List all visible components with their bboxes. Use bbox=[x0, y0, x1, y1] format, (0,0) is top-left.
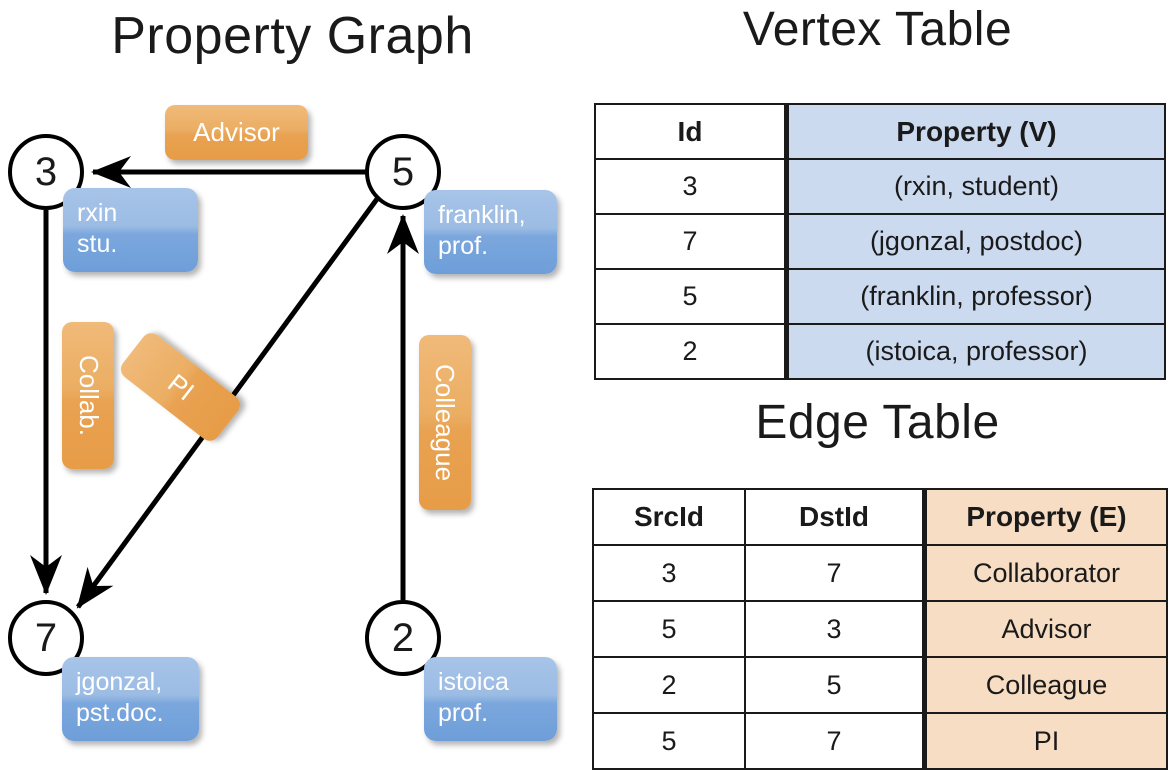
column-header-property-e: Property (E) bbox=[922, 488, 1168, 546]
cell-id: 7 bbox=[594, 213, 788, 270]
vertex-prop-line: prof. bbox=[438, 698, 489, 727]
cell-id: 5 bbox=[594, 268, 788, 325]
table-row[interactable]: 3 7 Collaborator bbox=[592, 544, 1168, 602]
vertex-prop-line: pst.doc. bbox=[76, 698, 164, 727]
table-row[interactable]: 2 (istoica, professor) bbox=[594, 323, 1166, 380]
cell-id: 3 bbox=[594, 158, 788, 215]
column-header-id: Id bbox=[594, 103, 788, 160]
property-graph-diagram: 3 5 7 2 rxin stu. franklin, prof. jgonza… bbox=[0, 0, 585, 760]
vertex-prop-line: rxin bbox=[77, 199, 118, 227]
vertex-prop-line: stu. bbox=[77, 229, 118, 258]
table-header-row: SrcId DstId Property (E) bbox=[592, 488, 1168, 546]
cell-property: (rxin, student) bbox=[784, 158, 1166, 215]
cell-property: PI bbox=[922, 712, 1168, 770]
cell-srcid: 5 bbox=[592, 712, 746, 770]
vertex-property-box-istoica[interactable]: istoica prof. bbox=[424, 657, 557, 741]
table-row[interactable]: 3 (rxin, student) bbox=[594, 158, 1166, 215]
cell-srcid: 5 bbox=[592, 600, 746, 658]
column-header-srcid: SrcId bbox=[592, 488, 746, 546]
cell-dstid: 5 bbox=[744, 656, 926, 714]
vertex-property-box-rxin[interactable]: rxin stu. bbox=[63, 188, 198, 272]
edge-label-advisor[interactable]: Advisor bbox=[165, 105, 308, 160]
vertex-prop-line: prof. bbox=[438, 231, 489, 260]
edge-label-collab[interactable]: Collab. bbox=[62, 322, 114, 469]
graph-node-2[interactable]: 2 bbox=[365, 600, 441, 676]
vertex-table: Id Property (V) 3 (rxin, student) 7 (jgo… bbox=[594, 103, 1166, 380]
vertex-prop-line: istoica bbox=[438, 668, 509, 696]
cell-property: Advisor bbox=[922, 600, 1168, 658]
vertex-prop-line: franklin, bbox=[438, 201, 526, 229]
table-row[interactable]: 7 (jgonzal, postdoc) bbox=[594, 213, 1166, 270]
vertex-property-box-jgonzal[interactable]: jgonzal, pst.doc. bbox=[62, 657, 199, 741]
cell-property: (jgonzal, postdoc) bbox=[784, 213, 1166, 270]
table-row[interactable]: 5 (franklin, professor) bbox=[594, 268, 1166, 325]
cell-property: (franklin, professor) bbox=[784, 268, 1166, 325]
cell-dstid: 7 bbox=[744, 712, 926, 770]
cell-srcid: 2 bbox=[592, 656, 746, 714]
cell-property: Collaborator bbox=[922, 544, 1168, 602]
vertex-prop-line: jgonzal, bbox=[76, 668, 163, 696]
cell-dstid: 7 bbox=[744, 544, 926, 602]
page-title-property-graph: Property Graph bbox=[111, 7, 474, 65]
table-row[interactable]: 5 7 PI bbox=[592, 712, 1168, 770]
table-header-row: Id Property (V) bbox=[594, 103, 1166, 160]
edge-label-colleague[interactable]: Colleague bbox=[419, 335, 471, 510]
cell-property: (istoica, professor) bbox=[784, 323, 1166, 380]
column-header-property-v: Property (V) bbox=[784, 103, 1166, 160]
column-header-dstid: DstId bbox=[744, 488, 926, 546]
page-title-edge-table: Edge Table bbox=[755, 396, 1000, 449]
graph-node-5[interactable]: 5 bbox=[365, 134, 441, 210]
edge-table: SrcId DstId Property (E) 3 7 Collaborato… bbox=[592, 488, 1168, 770]
cell-id: 2 bbox=[594, 323, 788, 380]
cell-srcid: 3 bbox=[592, 544, 746, 602]
cell-dstid: 3 bbox=[744, 600, 926, 658]
cell-property: Colleague bbox=[922, 656, 1168, 714]
table-row[interactable]: 2 5 Colleague bbox=[592, 656, 1168, 714]
vertex-property-box-franklin[interactable]: franklin, prof. bbox=[424, 190, 557, 274]
page-title-vertex-table: Vertex Table bbox=[742, 3, 1013, 56]
table-row[interactable]: 5 3 Advisor bbox=[592, 600, 1168, 658]
